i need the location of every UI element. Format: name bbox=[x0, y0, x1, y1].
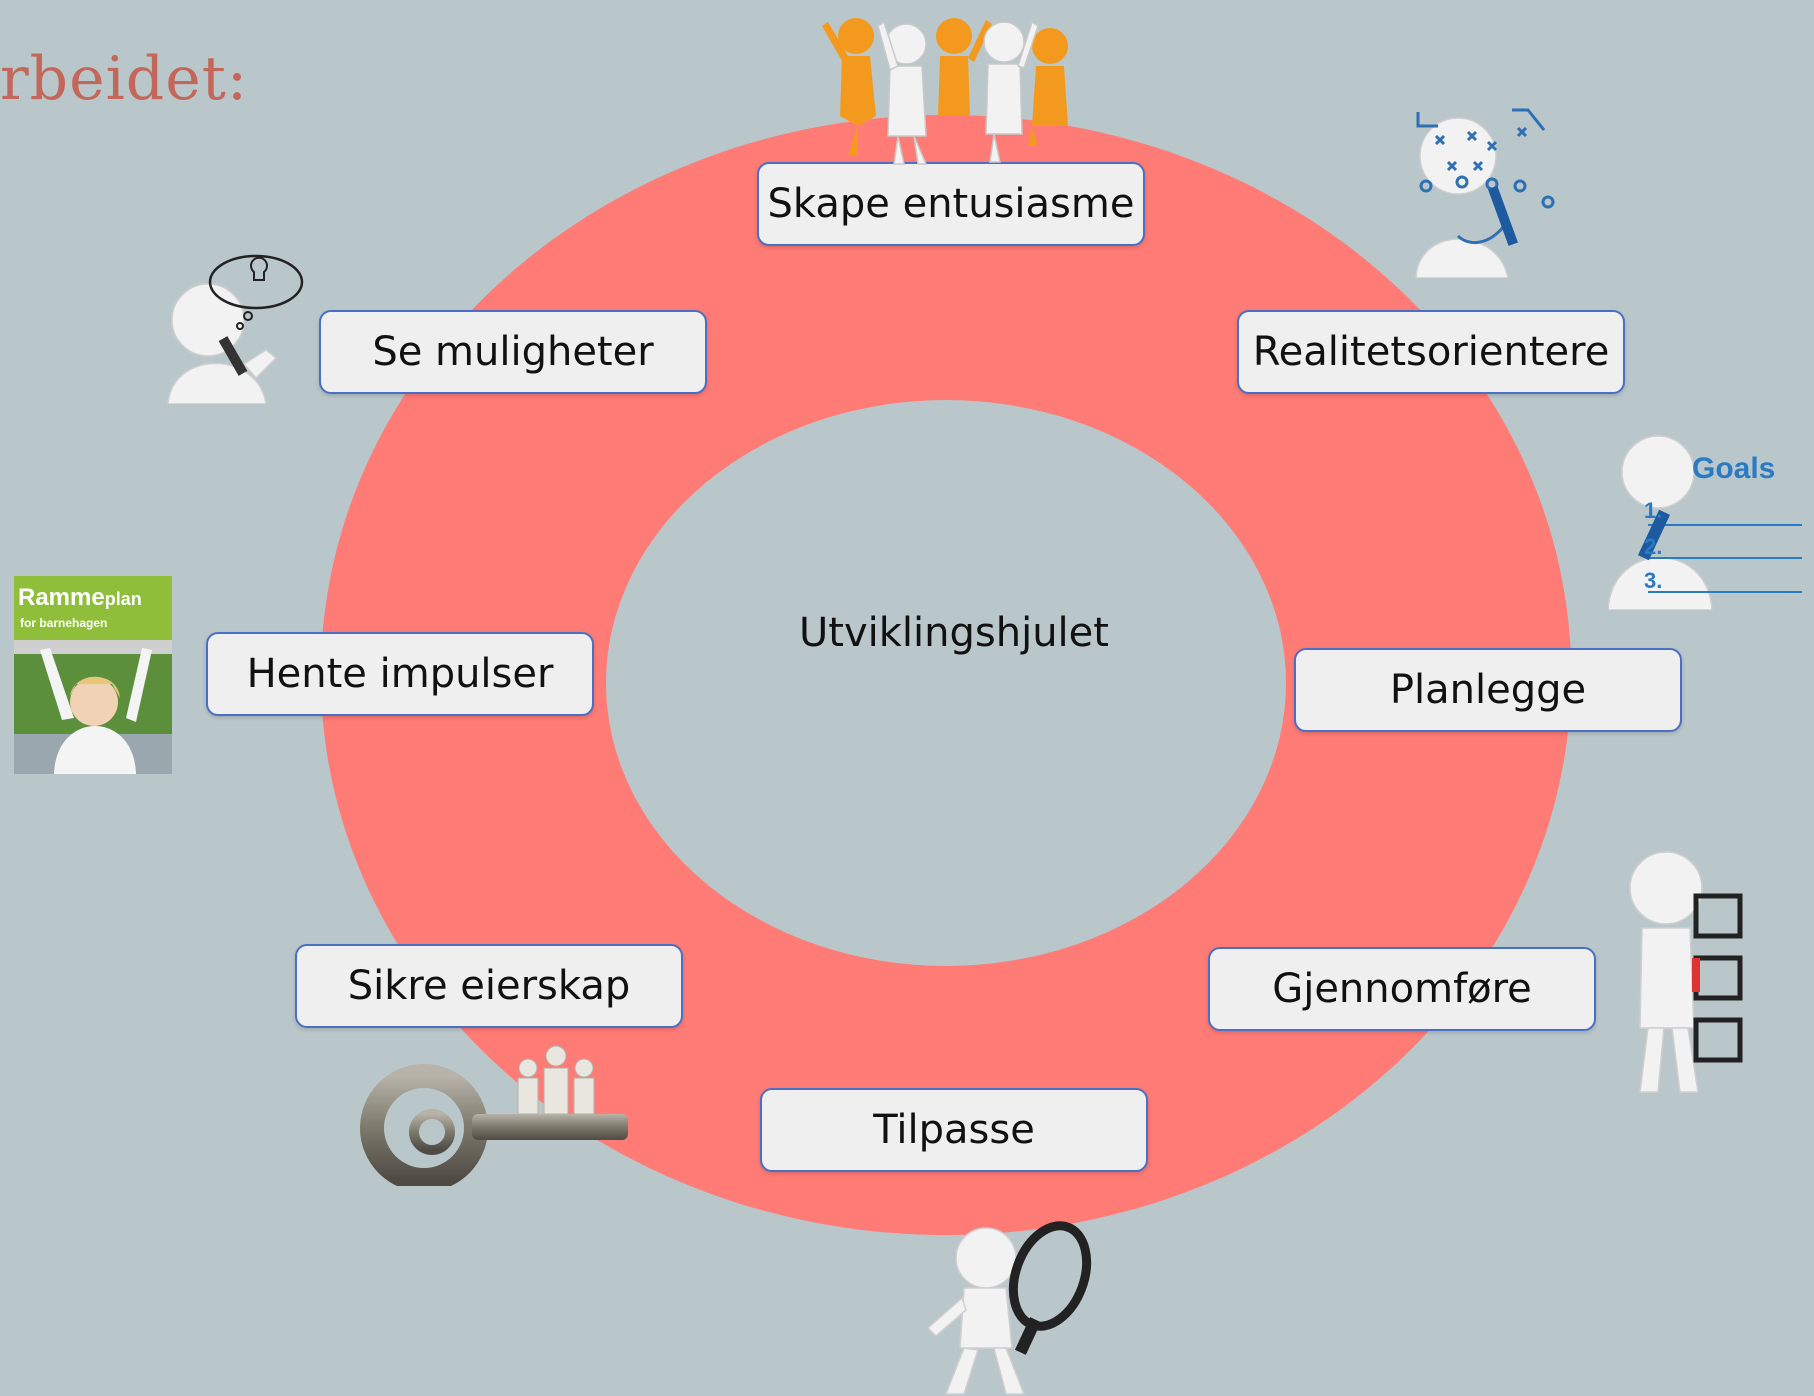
goals-list-icon bbox=[1608, 435, 1802, 610]
step-se-muligheter: Se muligheter bbox=[319, 310, 707, 394]
book-title-a: Ramme bbox=[18, 584, 105, 611]
page-heading: rbeidet: bbox=[0, 44, 249, 114]
step-sikre-eierskap: Sikre eierskap bbox=[295, 944, 683, 1028]
step-gjennomfore: Gjennomføre bbox=[1208, 947, 1596, 1031]
magnifier-figure-icon bbox=[926, 1221, 1092, 1395]
step-realitetsorientere: Realitetsorientere bbox=[1237, 310, 1625, 394]
step-planlegge: Planlegge bbox=[1294, 648, 1682, 732]
team-cheering-icon bbox=[822, 18, 1068, 165]
step-skape-entusiasme: Skape entusiasme bbox=[757, 162, 1145, 246]
key-with-people-icon bbox=[360, 1045, 628, 1186]
wheel-center-label: Utviklingshjulet bbox=[799, 610, 1109, 656]
book-subtitle: for barnehagen bbox=[20, 616, 108, 630]
goals-number: 2. bbox=[1644, 534, 1663, 559]
book-title-b: plan bbox=[104, 589, 142, 609]
goals-label: Goals bbox=[1692, 452, 1776, 485]
rammeplan-book-icon: Rammeplan for barnehagen bbox=[14, 576, 172, 774]
goals-number: 3. bbox=[1644, 568, 1663, 593]
step-tilpasse: Tilpasse bbox=[760, 1088, 1148, 1172]
child-photo bbox=[14, 640, 172, 774]
goals-number: 1. bbox=[1644, 498, 1663, 523]
checklist-figure-icon bbox=[1629, 851, 1743, 1093]
idea-thought-icon bbox=[167, 254, 304, 404]
step-hente-impulser: Hente impulser bbox=[206, 632, 594, 716]
strategy-board-icon bbox=[1415, 108, 1555, 278]
